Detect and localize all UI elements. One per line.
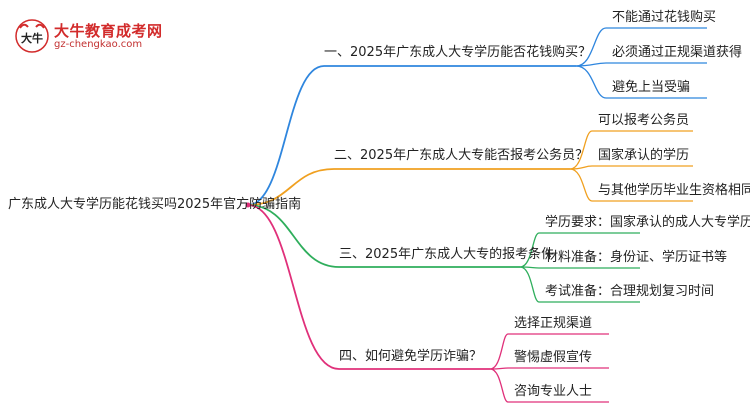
branch-4-leaf-3-connector	[489, 368, 609, 403]
branch-2-leaf-3-connector	[569, 168, 693, 202]
branch-1-leaf-3-connector	[575, 65, 707, 99]
branch-3-leaf-1: 学历要求：国家承认的成人大专学历	[545, 215, 750, 230]
logo-url: gz-chengkao.com	[54, 39, 143, 50]
branch-3-label: 三、2025年广东成人大专的报考条件	[339, 247, 555, 262]
logo-mark-text: 大牛	[21, 31, 43, 45]
branch-4-leaf-1-connector	[489, 333, 609, 370]
branch-2-leaf-2-connector	[569, 165, 693, 170]
branch-1-leaf-1-connector	[575, 27, 707, 67]
branch-4-label: 四、如何避免学历诈骗？	[339, 349, 483, 364]
bull-logo-icon: 大牛	[15, 19, 49, 53]
root-node-dot	[245, 202, 251, 208]
branch-1-leaf-3: 避免上当受骗	[612, 80, 691, 95]
branch-1-label: 一、2025年广东成人大专学历能否花钱购买？	[324, 45, 592, 60]
branch-3-leaf-1-connector	[519, 232, 640, 268]
root-topic: 广东成人大专学历能花钱买吗2025年官方防骗指南	[8, 197, 302, 212]
branch-4-connector	[247, 204, 490, 370]
branch-4-leaf-3: 咨询专业人士	[514, 384, 593, 399]
branch-1-connector	[247, 65, 576, 206]
branch-3-leaf-2-connector	[519, 266, 640, 269]
branch-3-leaf-3: 考试准备：合理规划复习时间	[545, 284, 715, 299]
branch-2-leaf-1-connector	[569, 130, 693, 170]
branch-1-leaf-1: 不能通过花钱购买	[612, 10, 717, 25]
site-logo[interactable]: 大牛 大牛教育成考网 gz-chengkao.com	[14, 18, 164, 54]
branch-2-label: 二、2025年广东成人大专能否报考公务员？	[334, 148, 589, 163]
branch-4-leaf-1: 选择正规渠道	[514, 316, 593, 331]
branch-4-leaf-2: 警惕虚假宣传	[514, 350, 593, 365]
branch-2-leaf-2: 国家承认的学历	[598, 148, 690, 163]
branch-2-connector	[247, 168, 570, 206]
branch-3-leaf-3-connector	[519, 266, 640, 303]
branch-3-connector	[247, 204, 520, 268]
branch-2-leaf-1: 可以报考公务员	[598, 113, 690, 128]
logo-title: 大牛教育成考网	[54, 22, 163, 40]
branch-3-leaf-2: 材料准备：身份证、学历证书等	[545, 250, 728, 265]
branch-2-leaf-3: 与其他学历毕业生资格相同	[598, 183, 750, 198]
branch-1-leaf-2: 必须通过正规渠道获得	[612, 45, 743, 60]
branch-4-leaf-2-connector	[489, 367, 609, 370]
branch-1-leaf-2-connector	[575, 62, 707, 67]
